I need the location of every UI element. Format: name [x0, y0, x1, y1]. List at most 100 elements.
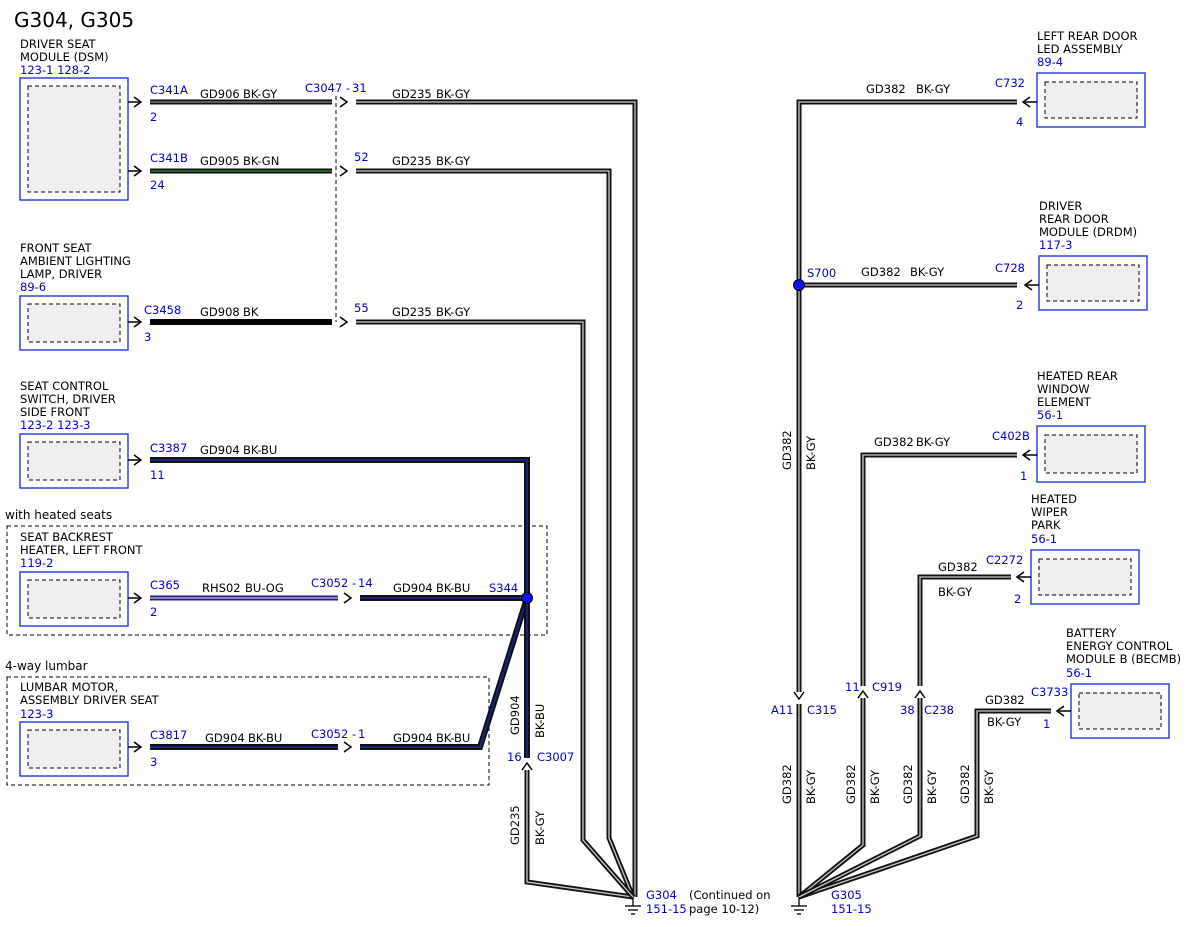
wires-left — [150, 96, 638, 900]
splice-s700[interactable] — [793, 279, 805, 291]
wire-c919-color: BK-GY — [868, 769, 882, 804]
component-ambient-lamp[interactable]: FRONT SEAT AMBIENT LIGHTING LAMP, DRIVER… — [19, 241, 131, 351]
arrow-c3047-55 — [339, 316, 349, 328]
wire-gd382-hwp-color: BK-GY — [938, 585, 973, 599]
ambient-name-3: LAMP, DRIVER — [20, 267, 102, 281]
lumbar-inner — [27, 729, 121, 769]
wire-gd382-c919-core — [798, 698, 864, 898]
dsm-name-1: DRIVER SEAT — [20, 37, 97, 51]
lumbar-name-2: ASSEMBLY DRIVER SEAT — [20, 693, 160, 707]
c365-label: C365 — [150, 578, 180, 592]
backrest-inner — [27, 579, 121, 619]
wire-c238-id: GD382 — [901, 764, 915, 804]
c3052-14-label: C3052 - — [311, 576, 356, 590]
component-drdm[interactable]: DRIVER REAR DOOR MODULE (DRDM) 117-3 — [1038, 199, 1148, 311]
g304-ref: 151-15 — [646, 902, 687, 916]
wire-gd382-hrw-id: GD382 — [874, 435, 914, 449]
wire-becmb-vert-id: GD382 — [958, 764, 972, 804]
led-inner — [1044, 81, 1138, 119]
drdm-name-2: REAR DOOR — [1039, 212, 1109, 226]
wire-gd382-becmb-id: GD382 — [985, 693, 1025, 707]
component-backrest-heater[interactable]: SEAT BACKREST HEATER, LEFT FRONT 119-2 — [19, 530, 144, 627]
arrow-c3047-31 — [339, 96, 349, 108]
wire-gd904-lumbar-2[interactable] — [360, 597, 530, 750]
wire-c238-color: BK-GY — [925, 769, 939, 804]
wire-gd235-52[interactable] — [356, 168, 636, 898]
led-name-1: LEFT REAR DOOR — [1037, 29, 1138, 43]
backrest-name-1: SEAT BACKREST — [20, 530, 114, 544]
c919-label: C919 — [872, 680, 902, 694]
wire-c919-id: GD382 — [844, 764, 858, 804]
c3007-label: C3007 — [537, 750, 574, 764]
wire-gd904-switch-color: BK-BU — [243, 443, 277, 457]
connector-arrows-right — [793, 96, 1071, 717]
wire-rhs02-color: BU-OG — [245, 581, 284, 595]
wire-c315-id: GD382 — [780, 764, 794, 804]
backrest-ref: 119-2 — [20, 556, 53, 570]
component-led-assembly[interactable]: LEFT REAR DOOR LED ASSEMBLY 89-4 — [1036, 29, 1146, 128]
hwp-inner — [1038, 558, 1132, 596]
lumbar-option-label: 4-way lumbar — [5, 659, 88, 673]
wire-gd382-drdm-id: GD382 — [861, 265, 901, 279]
c3733-label: C3733 — [1031, 685, 1068, 699]
dsm-ref: 123-1 128-2 — [20, 63, 91, 77]
ground-g304[interactable] — [625, 897, 641, 915]
wire-gd235-55-color: BK-GY — [436, 305, 471, 319]
c3733-pin: 1 — [1043, 717, 1050, 731]
drdm-name-3: MODULE (DRDM) — [1039, 225, 1137, 239]
becmb-name-3: MODULE B (BECMB) — [1066, 652, 1181, 666]
wires-right — [796, 99, 1051, 900]
arrow-c3047-52 — [339, 165, 349, 177]
ambient-name-2: AMBIENT LIGHTING — [20, 254, 131, 268]
component-dsm[interactable]: DRIVER SEAT MODULE (DSM) 123-1 128-2 — [19, 37, 129, 201]
c3052-1-pin: 1 — [358, 727, 365, 741]
splice-s344[interactable] — [521, 592, 533, 604]
lumbar-option-box — [6, 676, 490, 786]
ground-g305[interactable] — [791, 897, 807, 915]
component-lumbar-motor[interactable]: LUMBAR MOTOR, ASSEMBLY DRIVER SEAT 123-3 — [19, 680, 160, 777]
switch-inner — [27, 441, 121, 481]
c2272-label: C2272 — [986, 553, 1023, 567]
hrw-name-1: HEATED REAR — [1037, 369, 1118, 383]
heated-seats-option-box — [6, 525, 548, 636]
hwp-name-3: PARK — [1031, 518, 1061, 532]
hwp-name-2: WIPER — [1031, 505, 1068, 519]
wire-gd382-led[interactable] — [796, 99, 1017, 692]
lumbar-name-1: LUMBAR MOTOR, — [20, 680, 118, 694]
hrw-inner — [1044, 434, 1138, 474]
wire-gd382-vert-color: BK-GY — [804, 435, 818, 470]
wire-s344-down-id: GD904 — [508, 695, 522, 735]
heated-seats-option-label: with heated seats — [5, 508, 112, 522]
drdm-ref: 117-3 — [1039, 238, 1072, 252]
c3387-pin: 11 — [150, 468, 165, 482]
c3047-pin-31: 31 — [352, 81, 367, 95]
wire-gd235-55[interactable] — [356, 319, 635, 899]
component-seat-control-switch[interactable]: SEAT CONTROL SWITCH, DRIVER SIDE FRONT 1… — [19, 379, 129, 489]
hrw-name-2: WINDOW — [1037, 382, 1090, 396]
component-heated-rear-window[interactable]: HEATED REAR WINDOW ELEMENT 56-1 — [1036, 369, 1146, 483]
wire-gd382-becmb-color: BK-GY — [987, 715, 1022, 729]
wire-gd382-led-color: BK-GY — [916, 82, 951, 96]
becmb-name-2: ENERGY CONTROL — [1066, 639, 1173, 653]
c3052-14-pin: 14 — [358, 576, 373, 590]
g305-label: G305 — [831, 888, 862, 902]
c341b-pin: 24 — [150, 178, 165, 192]
wire-gd235-31[interactable] — [356, 99, 638, 897]
backrest-name-2: HEATER, LEFT FRONT — [20, 543, 144, 557]
g304-note-2: page 10-12) — [689, 902, 759, 916]
becmb-inner — [1078, 692, 1162, 730]
wire-gd235-52-color: BK-GY — [436, 154, 471, 168]
g305-ref: 151-15 — [831, 902, 872, 916]
wire-gd905-color: BK-GN — [243, 154, 279, 168]
component-heated-wiper-park[interactable]: HEATED WIPER PARK 56-1 — [1030, 492, 1140, 605]
wire-gd382-hrw-core — [862, 454, 1017, 686]
becmb-ref: 56-1 — [1066, 666, 1092, 680]
c3047-label: C3047 - — [305, 81, 350, 95]
wire-gd382-becmb-core — [798, 710, 1051, 898]
wire-gd904-lumbar2-color: BK-BU — [436, 731, 470, 745]
wire-s344-down-color: BK-BU — [533, 704, 547, 738]
component-becmb[interactable]: BATTERY ENERGY CONTROL MODULE B (BECMB) … — [1066, 626, 1181, 739]
g304-label: G304 — [646, 888, 677, 902]
